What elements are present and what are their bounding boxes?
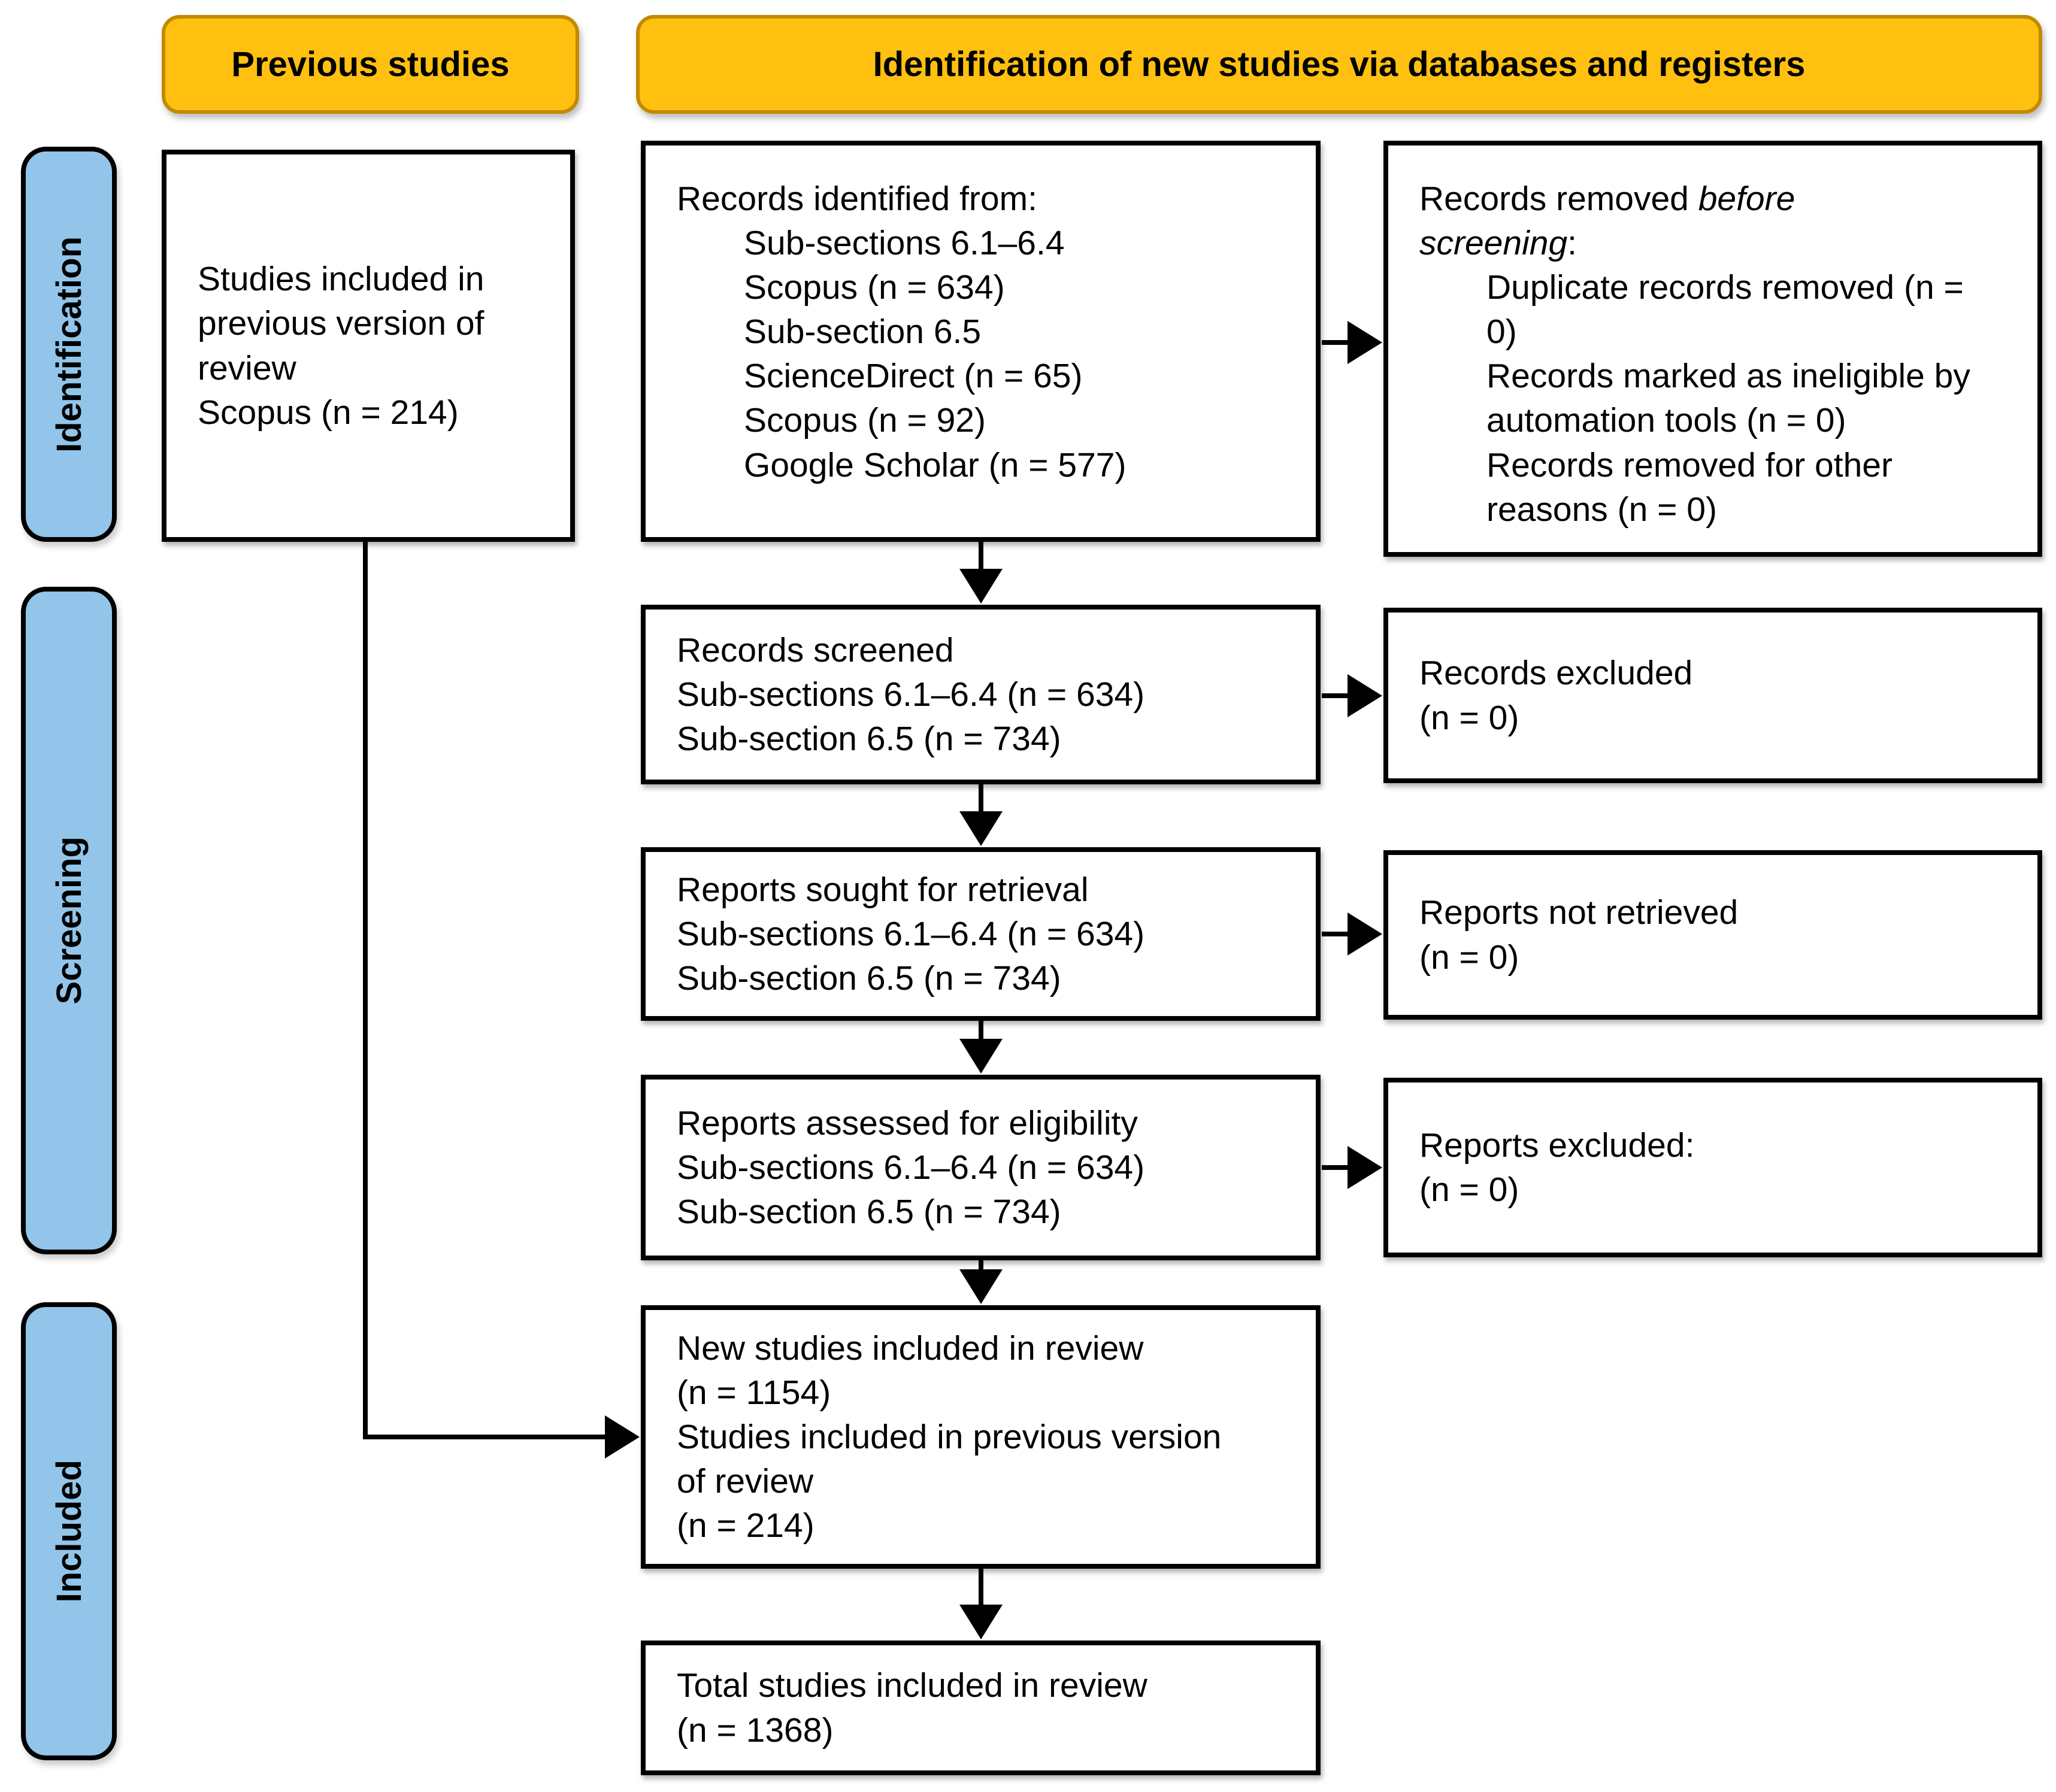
arrow-included-to-total-head	[959, 1605, 1003, 1639]
box-records-screened-count: Sub-section 6.5 (n = 734)	[677, 720, 1061, 759]
stage-label-included: Included	[21, 1302, 117, 1760]
box-new-studies-previous-title: Studies included in previous version of …	[677, 1417, 1222, 1501]
box-records-identified: Records identified from: Sub-sections 6.…	[641, 141, 1321, 542]
records-removed-reason: Duplicate records removed (n = 0)	[1486, 268, 1964, 351]
records-identified-source: Google Scholar (n = 577)	[744, 445, 1127, 484]
connector-previous-to-included-head	[605, 1415, 640, 1459]
box-reports-assessed-count: Sub-section 6.5 (n = 734)	[677, 1193, 1061, 1232]
box-reports-not-retrieved-title: Reports not retrieved	[1419, 893, 1739, 932]
box-reports-not-retrieved-count: (n = 0)	[1419, 938, 1519, 977]
records-identified-source: Sub-section 6.5	[744, 313, 982, 351]
box-reports-sought-count: Sub-sections 6.1–6.4 (n = 634)	[677, 914, 1145, 953]
records-identified-source: Scopus (n = 92)	[744, 401, 986, 440]
stage-label-screening-text: Screening	[49, 836, 89, 1005]
records-identified-source: Scopus (n = 634)	[744, 268, 1005, 307]
box-new-studies-included-title: New studies included in review	[677, 1329, 1144, 1368]
box-records-removed-title-plain: Records removed	[1419, 180, 1698, 218]
box-previous-studies-included-line: Studies included in previous version of …	[198, 260, 485, 387]
arrow-identified-to-removed-head	[1348, 321, 1382, 364]
box-reports-excluded: Reports excluded: (n = 0)	[1383, 1078, 2042, 1257]
stage-label-identification-text: Identification	[49, 236, 89, 453]
box-reports-assessed: Reports assessed for eligibility Sub-sec…	[641, 1075, 1321, 1260]
box-reports-sought: Reports sought for retrieval Sub-section…	[641, 847, 1321, 1021]
box-records-removed-title: Records removed before screening:	[1419, 177, 1934, 265]
box-reports-sought-title: Reports sought for retrieval	[677, 870, 1089, 909]
header-previous-studies: Previous studies	[162, 15, 579, 114]
box-records-excluded: Records excluded (n = 0)	[1383, 608, 2042, 783]
connector-previous-to-included-line	[363, 541, 608, 1439]
box-records-removed-title-italic: before screening	[1419, 180, 1795, 263]
box-total-studies-included-count: (n = 1368)	[677, 1711, 834, 1749]
records-identified-source: Sub-sections 6.1–6.4	[744, 224, 1065, 263]
records-removed-reason: Records marked as ineligible by automati…	[1486, 357, 1970, 440]
box-reports-excluded-title: Reports excluded:	[1419, 1126, 1695, 1165]
arrow-identified-to-screened-head	[959, 569, 1003, 604]
box-new-studies-previous-count: (n = 214)	[677, 1506, 814, 1545]
box-records-removed: Records removed before screening: Duplic…	[1383, 141, 2042, 557]
box-previous-studies-included: Studies included in previous version of …	[162, 150, 575, 542]
box-reports-excluded-count: (n = 0)	[1419, 1171, 1519, 1209]
arrow-assessed-to-included-head	[959, 1269, 1003, 1304]
arrow-sought-to-assessed-head	[959, 1039, 1003, 1074]
arrow-sought-to-notretrieved-head	[1348, 912, 1382, 956]
box-records-excluded-title: Records excluded	[1419, 654, 1693, 693]
box-total-studies-included: Total studies included in review (n = 13…	[641, 1641, 1321, 1775]
box-records-screened-title: Records screened	[677, 630, 954, 669]
box-records-screened: Records screened Sub-sections 6.1–6.4 (n…	[641, 605, 1321, 784]
box-records-identified-title: Records identified from:	[677, 180, 1037, 218]
records-identified-source: ScienceDirect (n = 65)	[744, 357, 1083, 396]
box-new-studies-included: New studies included in review (n = 1154…	[641, 1305, 1321, 1569]
arrow-screened-to-sought-head	[959, 811, 1003, 846]
header-identification-new-studies: Identification of new studies via databa…	[636, 15, 2042, 114]
box-reports-not-retrieved: Reports not retrieved (n = 0)	[1383, 850, 2042, 1020]
stage-label-identification: Identification	[21, 147, 117, 542]
arrow-screened-to-excluded-head	[1348, 674, 1382, 717]
box-records-excluded-count: (n = 0)	[1419, 698, 1519, 737]
records-removed-reason: Records removed for other reasons (n = 0…	[1486, 445, 1893, 529]
box-reports-assessed-count: Sub-sections 6.1–6.4 (n = 634)	[677, 1148, 1145, 1187]
box-new-studies-included-count: (n = 1154)	[677, 1373, 831, 1412]
box-reports-assessed-title: Reports assessed for eligibility	[677, 1103, 1138, 1142]
box-reports-sought-count: Sub-section 6.5 (n = 734)	[677, 959, 1061, 998]
box-total-studies-included-title: Total studies included in review	[677, 1666, 1147, 1705]
box-previous-studies-included-count: Scopus (n = 214)	[198, 393, 459, 432]
box-records-screened-count: Sub-sections 6.1–6.4 (n = 634)	[677, 675, 1145, 714]
arrow-assessed-to-excluded-head	[1348, 1146, 1382, 1189]
stage-label-included-text: Included	[49, 1460, 89, 1603]
stage-label-screening: Screening	[21, 587, 117, 1254]
box-records-removed-title-colon: :	[1567, 224, 1577, 263]
